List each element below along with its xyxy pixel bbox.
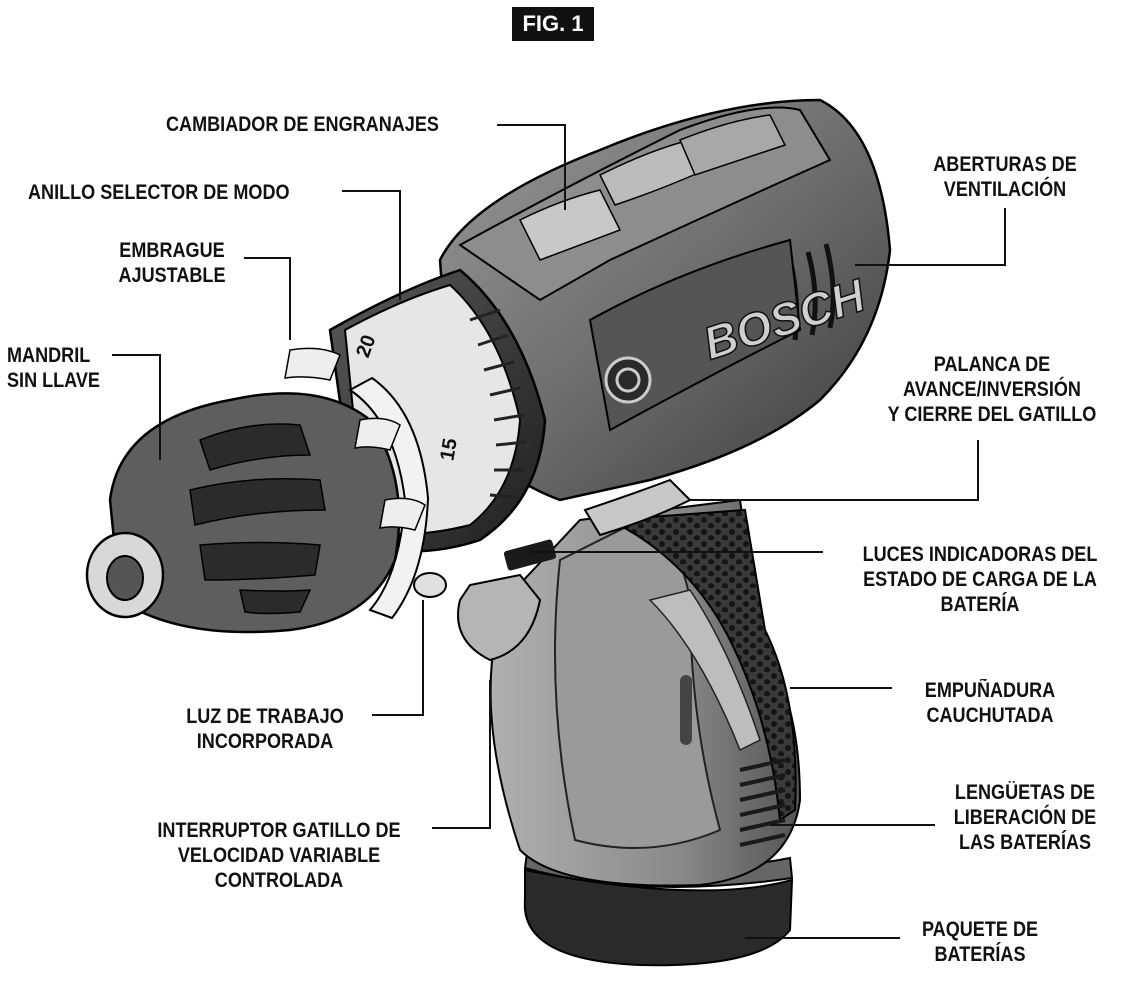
label-trigger-switch: INTERRUPTOR GATILLO DE VELOCIDAD VARIABL… — [157, 819, 401, 892]
clutch-number-15: 15 — [436, 437, 462, 463]
label-adjustable-clutch: EMBRAGUE AJUSTABLE — [118, 239, 226, 287]
label-work-light: LUZ DE TRABAJO INCORPORADA — [186, 705, 344, 753]
label-battery-charge-lights: LUCES INDICADORAS DEL ESTADO DE CARGA DE… — [862, 543, 1098, 616]
label-mode-selector-ring: ANILLO SELECTOR DE MODO — [28, 181, 290, 204]
label-forward-reverse-lever: PALANCA DE AVANCE/INVERSIÓN Y CIERRE DEL… — [887, 353, 1097, 426]
handle-shape — [489, 498, 802, 887]
label-rubberized-grip: EMPUÑADURA CAUCHUTADA — [924, 679, 1056, 727]
chuck-shape — [85, 347, 447, 634]
label-ventilation-openings: ABERTURAS DE VENTILACIÓN — [933, 153, 1077, 201]
figure-title: FIG. 1 — [512, 7, 594, 41]
trigger-shape — [457, 573, 542, 662]
motor-housing-shape: BOSCH — [438, 98, 892, 571]
label-battery-release-tabs: LENGÜETAS DE LIBERACIÓN DE LAS BATERÍAS — [953, 781, 1097, 854]
label-keyless-chuck: MANDRIL SIN LLAVE — [7, 344, 100, 392]
leader-lines — [112, 124, 1006, 939]
label-gear-shifter: CAMBIADOR DE ENGRANAJES — [166, 113, 439, 136]
label-battery-pack: PAQUETE DE BATERÍAS — [921, 918, 1039, 966]
